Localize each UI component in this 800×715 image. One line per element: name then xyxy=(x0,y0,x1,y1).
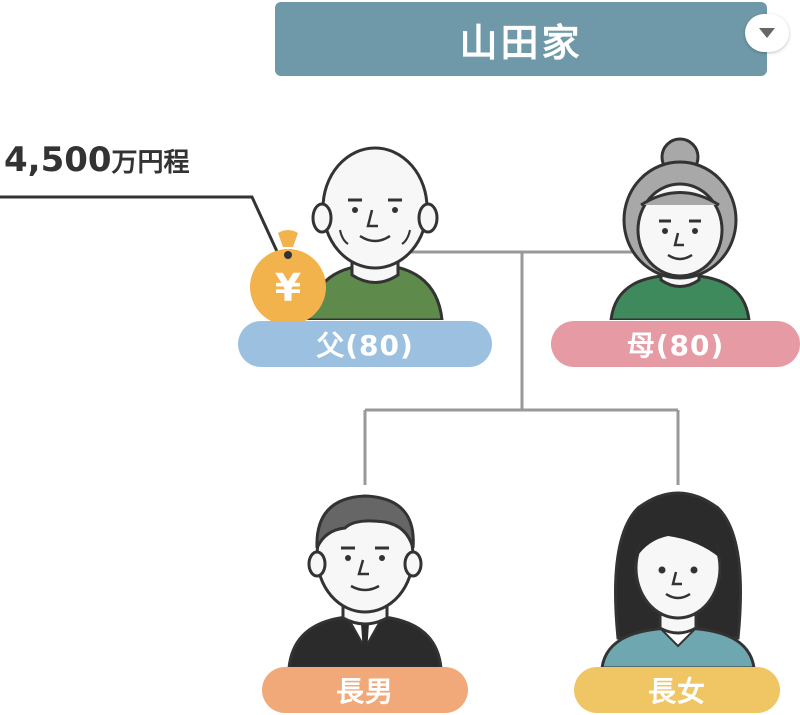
mother-avatar xyxy=(609,137,751,320)
daughter-label-text: 長女 xyxy=(647,675,706,708)
asset-pointer-line xyxy=(0,195,282,259)
asset-amount-value: 4,500 xyxy=(4,140,112,180)
family-title-bar: 山田家 xyxy=(275,2,767,76)
asset-amount: 4,500万円程 xyxy=(4,140,190,180)
father-avatar xyxy=(306,146,444,320)
son-avatar xyxy=(287,494,443,668)
mother-label-text: 母(80) xyxy=(626,329,725,362)
asset-amount-unit: 万円程 xyxy=(111,148,190,178)
son-label-text: 長男 xyxy=(335,675,394,708)
daughter-label: 長女 xyxy=(574,667,780,713)
chevron-down-icon xyxy=(759,28,775,38)
daughter-avatar xyxy=(600,491,756,668)
family-title: 山田家 xyxy=(459,20,583,65)
mother-label: 母(80) xyxy=(551,321,800,367)
dropdown-button[interactable] xyxy=(745,14,789,52)
son-label: 長男 xyxy=(262,667,468,713)
father-label-text: 父(80) xyxy=(316,329,414,362)
currency-symbol: ¥ xyxy=(275,266,301,310)
money-bag-icon: ¥ xyxy=(250,230,326,325)
father-label: 父(80) xyxy=(238,321,492,367)
